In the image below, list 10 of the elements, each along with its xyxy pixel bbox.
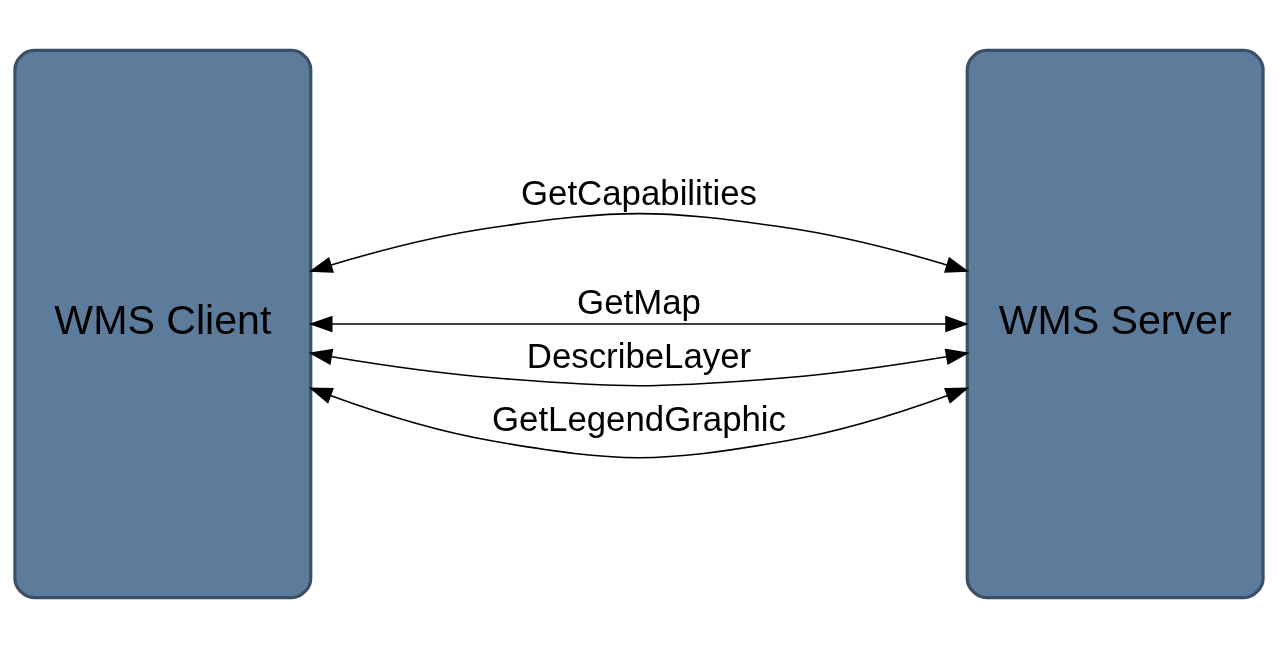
edge-label: GetMap — [577, 281, 701, 321]
node-box: WMS Client — [13, 48, 313, 599]
edge-label: GetLegendGraphic — [491, 398, 787, 438]
arrow — [308, 348, 970, 386]
arrow — [308, 387, 970, 458]
arrow — [308, 212, 970, 273]
arrow — [308, 315, 969, 332]
edge-label: GetCapabilities — [521, 172, 757, 212]
node-box: WMS Server — [965, 48, 1265, 599]
edge-label: DescribeLayer — [526, 335, 752, 375]
